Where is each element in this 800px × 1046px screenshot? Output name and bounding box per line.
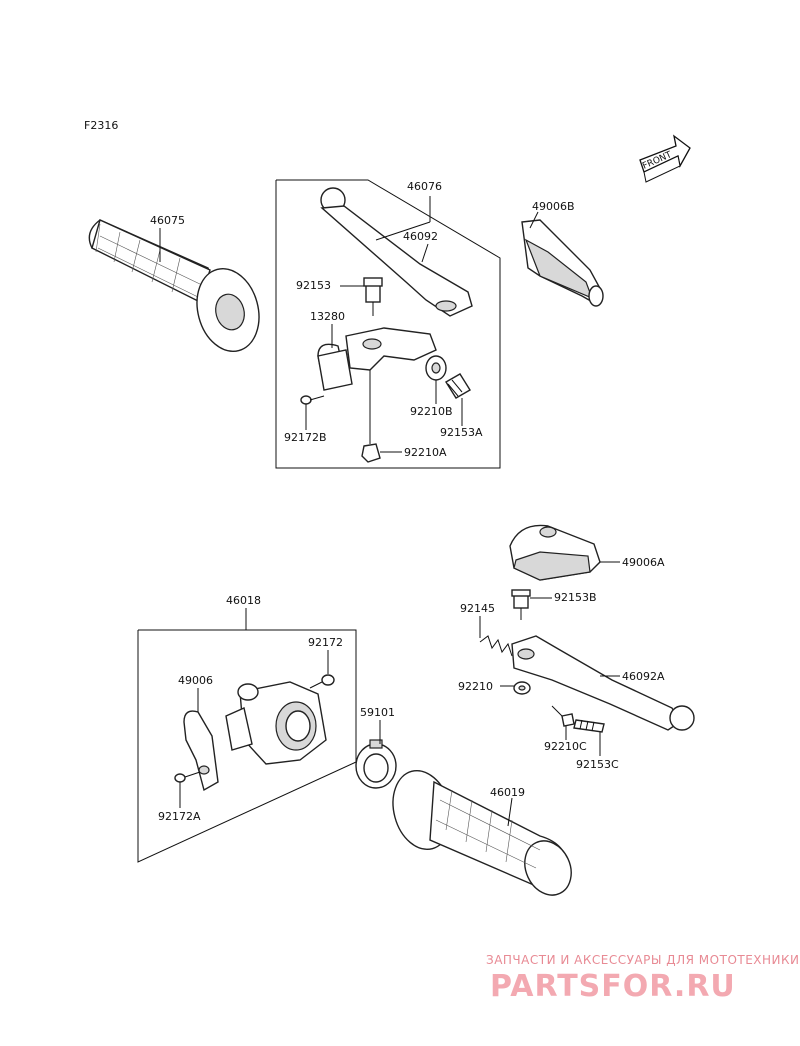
label-92145: 92145 <box>460 602 495 615</box>
screw-92172A <box>174 771 201 783</box>
nut-92210A <box>361 443 381 463</box>
label-49006: 49006 <box>178 674 213 687</box>
label-46092: 46092 <box>403 230 438 243</box>
figure-code: F2316 <box>84 119 118 132</box>
label-49006A: 49006A <box>622 556 665 569</box>
label-92210C: 92210C <box>544 740 587 753</box>
lever-guard-49006A <box>509 524 601 581</box>
label-59101: 59101 <box>360 706 395 719</box>
clamp-13280 <box>317 343 353 391</box>
label-13280: 13280 <box>310 310 345 323</box>
label-92153: 92153 <box>296 279 331 292</box>
throttle-housing <box>225 681 327 765</box>
label-92172A: 92172A <box>158 810 201 823</box>
label-92210: 92210 <box>458 680 493 693</box>
watermark-logo: PARTSFOR.RU <box>490 969 736 1004</box>
adjust-bolt-92153C <box>573 719 605 733</box>
label-46018: 46018 <box>226 594 261 607</box>
label-46075: 46075 <box>150 214 185 227</box>
label-92153B: 92153B <box>554 591 597 604</box>
ring-59101 <box>355 739 397 789</box>
label-92172B: 92172B <box>284 431 327 444</box>
pivot-bolt-92153B <box>511 589 531 620</box>
label-46076: 46076 <box>407 180 442 193</box>
adjust-bolt-92153A <box>445 373 471 399</box>
label-92153C: 92153C <box>576 758 619 771</box>
label-92210B: 92210B <box>410 405 453 418</box>
brake-lever-46092A <box>511 635 695 731</box>
label-92153A: 92153A <box>440 426 483 439</box>
watermark-tagline: ЗАПЧАСТИ И АКСЕССУАРЫ ДЛЯ МОТОТЕХНИКИ <box>486 953 800 967</box>
front-arrow-icon: FRONT <box>639 134 691 183</box>
watermark: ЗАПЧАСТИ И АКСЕССУАРЫ ДЛЯ МОТОТЕХНИКИ PA… <box>486 953 800 1004</box>
clutch-lever-assembly-box <box>275 179 501 469</box>
screw-92172 <box>309 674 335 689</box>
right-grip-46019 <box>392 769 572 896</box>
nut-92210B <box>425 355 447 381</box>
screw-92172B <box>300 395 325 405</box>
clutch-lever-46092 <box>320 187 473 317</box>
label-49006B: 49006B <box>532 200 575 213</box>
nut-92210C <box>561 713 575 727</box>
pivot-bolt-92153 <box>363 277 383 316</box>
label-46092A: 46092A <box>622 670 665 683</box>
lever-guard-49006B <box>521 219 604 307</box>
nut-92210 <box>513 681 531 695</box>
cover-49006 <box>183 710 219 792</box>
label-92210A: 92210A <box>404 446 447 459</box>
lever-holder-bracket <box>345 327 437 371</box>
label-46019: 46019 <box>490 786 525 799</box>
spring-92145 <box>479 635 513 657</box>
label-92172: 92172 <box>308 636 343 649</box>
left-grip-46075 <box>88 219 260 353</box>
